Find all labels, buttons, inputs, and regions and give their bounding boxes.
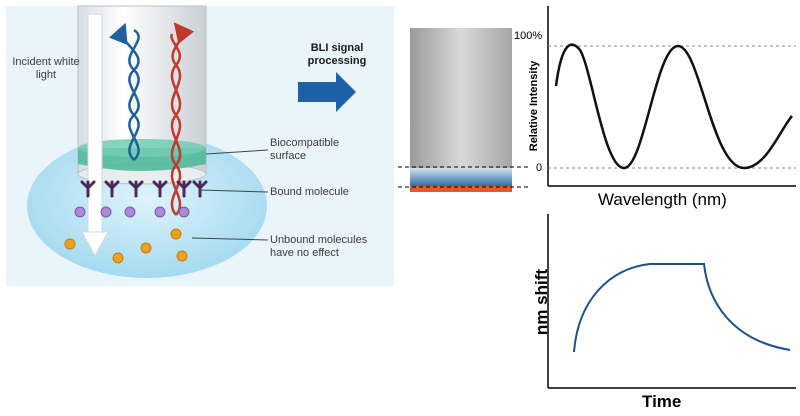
- shift-ylabel: nm shift: [532, 268, 551, 336]
- bound-molecule-label: Bound molecule: [270, 186, 349, 198]
- incident-light-label: Incident white light: [12, 56, 80, 81]
- processing-arrow: [298, 72, 356, 112]
- processing-label: BLI signal processing: [307, 42, 367, 67]
- reflected-wave-red-2: [170, 33, 182, 216]
- interference-curve: [554, 43, 793, 170]
- sensor-tip: [410, 186, 512, 192]
- reflected-wave-blue-2: [109, 22, 140, 161]
- ytick-top: 100%: [514, 30, 543, 42]
- incident-light-beam: [87, 13, 103, 237]
- sensor-body: [410, 28, 512, 168]
- sensor-layer: [410, 168, 512, 186]
- interference-xlabel: Wavelength (nm): [598, 190, 727, 209]
- binding-curve: [573, 263, 791, 353]
- biocompatible-label: Biocompatible surface: [270, 137, 340, 162]
- leader-lines: [191, 149, 269, 241]
- shift-chart: [547, 214, 796, 389]
- unbound-molecules-label: Unbound molecules have no effect: [270, 234, 368, 259]
- bound-molecules: [74, 206, 190, 218]
- ytick-bottom: 0: [536, 162, 543, 174]
- bound-antibodies: [80, 180, 208, 198]
- interference-chart: [547, 6, 796, 187]
- incident-light-arrowhead: [81, 231, 109, 258]
- unbound-molecules: [64, 228, 188, 264]
- shift-xlabel: Time: [642, 392, 682, 411]
- interference-ylabel: Relative Intensity: [528, 60, 540, 152]
